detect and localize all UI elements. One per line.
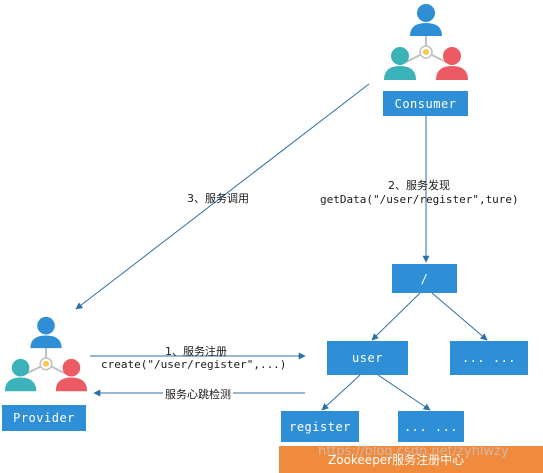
- user-sibling-node: ... ...: [450, 341, 528, 375]
- discovery-call: getData("/user/register",ture): [320, 193, 519, 206]
- watermark: https://blog.csdn.net/zyhlwzy: [318, 444, 509, 459]
- register-sibling-label: ... ...: [403, 419, 459, 434]
- root-label: /: [420, 271, 429, 286]
- user-node: user: [327, 341, 408, 375]
- invoke-label: 3、服务调用: [187, 192, 249, 205]
- registry-footer-title: Zookeeper服务注册中心: [328, 453, 465, 467]
- consumer-people-icon: [384, 4, 468, 80]
- invoke-arrow: [75, 83, 370, 310]
- user-register-edge: [321, 374, 361, 411]
- root-user-edge: [371, 292, 421, 341]
- registry-footer-bar: [279, 446, 543, 473]
- user-label: user: [352, 351, 383, 365]
- provider-node: Provider: [2, 405, 86, 431]
- user-sibling-label: ... ...: [461, 351, 517, 365]
- root-node: /: [392, 264, 457, 293]
- register-sibling-node: ... ...: [398, 411, 464, 442]
- register-call: create("/user/register",...): [101, 358, 287, 371]
- consumer-node: Consumer: [383, 91, 468, 116]
- user-sibling-edge: [377, 374, 431, 411]
- register-label: register: [289, 419, 351, 434]
- discovery-title: 2、服务发现: [388, 179, 450, 192]
- register-title: 1、服务注册: [165, 345, 227, 358]
- root-sibling-edge: [431, 292, 488, 341]
- consumer-label: Consumer: [394, 96, 457, 111]
- heartbeat-label: 服务心跳检测: [163, 386, 233, 402]
- provider-people-icon: [4, 316, 88, 392]
- register-node: register: [281, 411, 359, 442]
- provider-label: Provider: [13, 411, 75, 425]
